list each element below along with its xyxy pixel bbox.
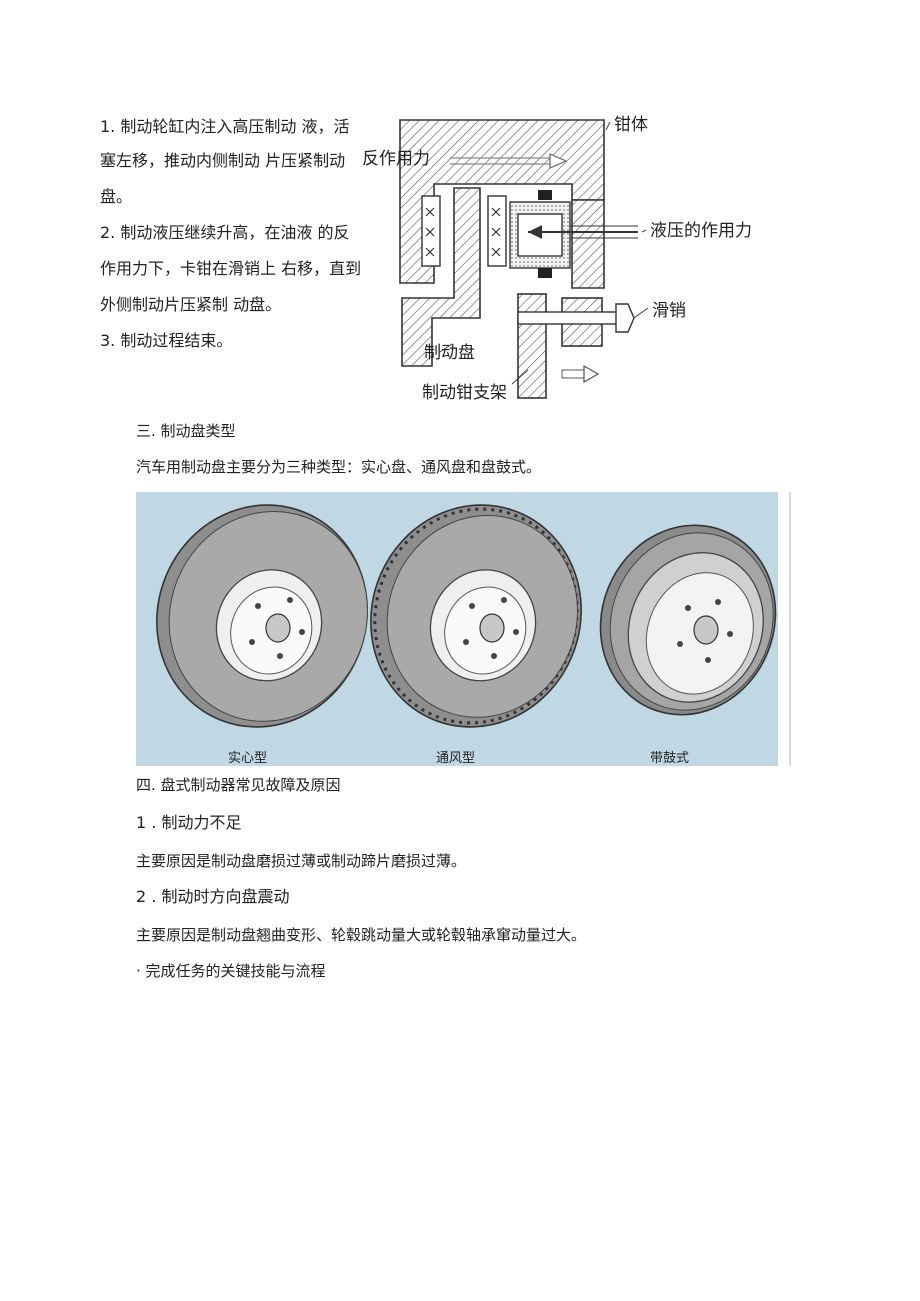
- disc-types-illustration: 实心型 通风型 带鼓式: [136, 492, 791, 766]
- section-3-intro: 汽车用制动盘主要分为三种类型：实心盘、通风盘和盘鼓式。: [136, 458, 542, 476]
- brake-disc-shape: [401, 187, 481, 367]
- section-3-heading: 三. 制动盘类型: [136, 422, 236, 440]
- label-hydraulic-force: 液压的作用力: [650, 221, 752, 241]
- step-line: 3. 制动过程结束。: [100, 331, 233, 350]
- fault-2-cause: 主要原因是制动盘翘曲变形、轮毂跳动量大或轮毂轴承窜动量过大。: [136, 926, 587, 944]
- label-caliper-body: 钳体: [614, 115, 648, 135]
- caption-solid: 实心型: [228, 751, 267, 766]
- label-reaction-force: 反作用力: [362, 149, 430, 169]
- caliper-bracket-shape: [517, 293, 547, 399]
- caliper-diagram: 钳体 反作用力 液压的作用力 滑销 制动盘 制动钳支架: [362, 115, 752, 403]
- step-line: 塞左移，推动内侧制动 片压紧制动: [100, 151, 346, 170]
- step-line: 1. 制动轮缸内注入高压制动 液，活: [100, 117, 350, 136]
- solid-disc: [156, 504, 368, 728]
- fault-1-cause: 主要原因是制动盘磨损过薄或制动蹄片磨损过薄。: [136, 852, 467, 870]
- step-line: 盘。: [100, 187, 133, 206]
- slide-pin-shape: [517, 311, 629, 325]
- fault-2-title: 2 . 制动时方向盘震动: [136, 887, 290, 906]
- fault-1-title: 1 . 制动力不足: [136, 813, 242, 832]
- bullet-key-skills: · 完成任务的关键技能与流程: [136, 962, 326, 980]
- label-slide-pin: 滑销: [652, 301, 686, 321]
- label-brake-disc: 制动盘: [424, 343, 475, 363]
- step-line: 作用力下，卡钳在滑销上 右移，直到: [100, 259, 362, 278]
- label-caliper-bracket: 制动钳支架: [422, 383, 507, 403]
- caption-drum: 带鼓式: [650, 751, 689, 766]
- caption-vented: 通风型: [436, 751, 475, 766]
- step-line: 2. 制动液压继续升高，在油液 的反: [100, 223, 350, 242]
- drum-disc: [599, 524, 777, 716]
- vented-disc: [370, 504, 582, 728]
- step-line: 外侧制动片压紧制 动盘。: [100, 295, 282, 314]
- section-4-heading: 四. 盘式制动器常见故障及原因: [136, 776, 341, 794]
